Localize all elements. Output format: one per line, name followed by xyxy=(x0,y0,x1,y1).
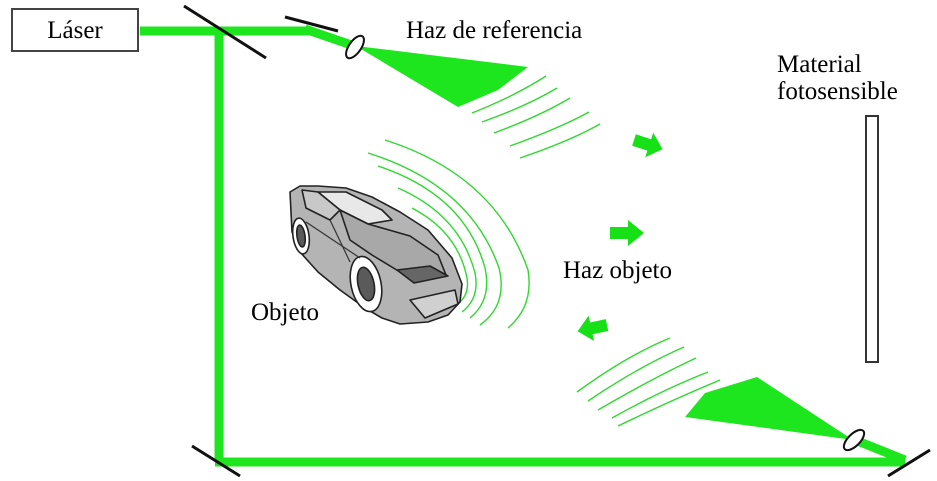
car-icon xyxy=(289,185,463,325)
arrow-object-beam-icon xyxy=(610,220,644,246)
photosensitive-plate xyxy=(865,115,879,363)
top-lens xyxy=(345,34,365,60)
bottom-left-mirror xyxy=(191,444,241,478)
ref-wave-1 xyxy=(471,75,547,114)
ref-wave-5 xyxy=(519,123,601,159)
illum-wave-3 xyxy=(597,357,697,411)
object-label: Objeto xyxy=(251,299,320,326)
obj-wave-2 xyxy=(377,165,488,319)
object-wavefronts xyxy=(367,139,530,329)
illumination-wavefronts xyxy=(576,337,721,427)
top-mirror xyxy=(284,15,339,33)
bottom-lens xyxy=(842,428,866,452)
lenses xyxy=(345,34,866,452)
mirrors xyxy=(183,4,931,478)
arrow-illumination-icon xyxy=(577,315,609,342)
car-bumper xyxy=(409,289,459,319)
car-door-line xyxy=(329,219,351,263)
illum-wave-2 xyxy=(587,346,685,402)
reference-wavefronts xyxy=(471,75,601,159)
beam-splitter-mirror xyxy=(183,4,267,60)
object-beam-label: Haz objeto xyxy=(563,257,672,284)
ref-wave-4 xyxy=(509,111,590,147)
car-headlight xyxy=(396,265,449,284)
illum-wave-4 xyxy=(611,371,709,419)
illum-wave-5 xyxy=(617,379,721,427)
car-side-line xyxy=(305,221,361,259)
arrow-reference-icon xyxy=(632,132,663,158)
material-label-line2: fotosensible xyxy=(777,78,898,105)
object-illumination-cone xyxy=(685,377,853,440)
material-label-line1: Material xyxy=(777,51,862,78)
photosensitive-material-label: Material fotosensible xyxy=(777,51,898,105)
obj-wave-4 xyxy=(411,207,469,306)
arrows xyxy=(577,132,663,342)
ref-wave-3 xyxy=(493,97,571,134)
reference-beam-cone xyxy=(356,46,528,107)
laser-label: Láser xyxy=(47,16,103,44)
car-front-wheel-hub xyxy=(356,266,376,302)
car-roof xyxy=(301,189,341,221)
beam-cones xyxy=(356,46,853,440)
laser-beam-paths xyxy=(140,24,907,467)
obj-wave-1 xyxy=(367,152,502,326)
reference-beam-label: Haz de referencia xyxy=(406,17,583,44)
obj-wave-3 xyxy=(397,187,477,313)
bottom-right-mirror xyxy=(887,448,931,478)
ref-wave-2 xyxy=(481,87,558,123)
obj-wave-5 xyxy=(384,139,530,329)
laser-source-box: Láser xyxy=(11,8,139,52)
car-rear-wheel-hub xyxy=(295,224,307,248)
bottom-right-beam-diagonal xyxy=(853,435,907,465)
illum-wave-1 xyxy=(576,337,671,393)
